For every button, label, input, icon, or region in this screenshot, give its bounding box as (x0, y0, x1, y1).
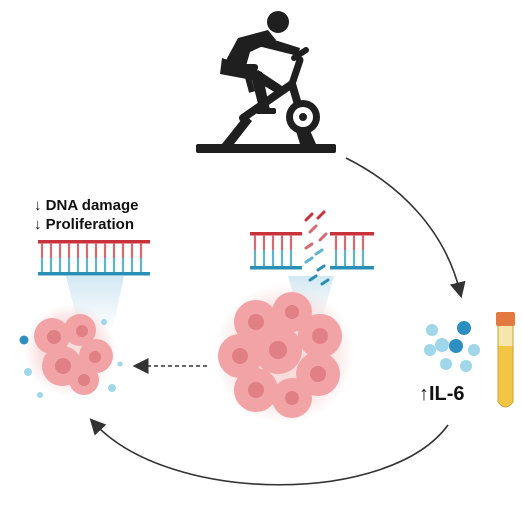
cycle-arrow-il6-to-cells (89, 418, 449, 486)
blood-sample-tube-icon (496, 312, 515, 408)
stationary-bike-cyclist-icon (196, 11, 336, 153)
proliferation-label: ↓ Proliferation (34, 216, 135, 233)
tumor-cluster-small (19, 304, 123, 398)
dna-intact-icon (38, 240, 150, 332)
il6-label: ↑IL-6 (419, 383, 465, 405)
dna-damage-label: ↓ DNA damage (34, 197, 139, 214)
tumor-cluster-large (214, 284, 354, 424)
cycle-arrow-bike-to-il6 (345, 157, 466, 299)
il6-cytokine-dots (424, 321, 480, 372)
